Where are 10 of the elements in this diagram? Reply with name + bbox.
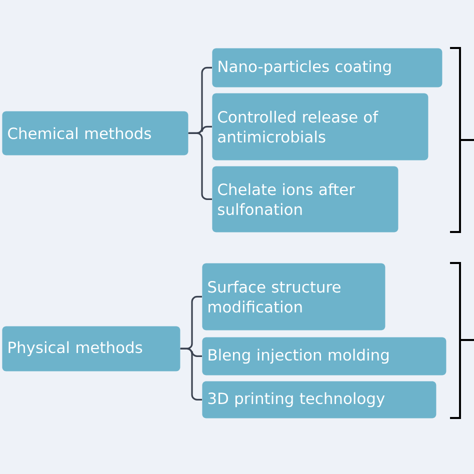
method-box: Controlled release of antimicrobials: [212, 93, 428, 160]
method-box: Bleng injection molding: [202, 337, 446, 376]
method-box: Chemical methods: [2, 111, 188, 156]
connector: [180, 348, 202, 400]
method-box: 3D printing technology: [202, 381, 436, 418]
method-box: Physical methods: [2, 326, 180, 372]
method-box: Nano-particles coating: [212, 48, 442, 88]
method-box: Chelate ions after sulfonation: [212, 166, 398, 232]
connector: [188, 132, 212, 200]
method-box: Surface structure modification: [202, 263, 386, 330]
